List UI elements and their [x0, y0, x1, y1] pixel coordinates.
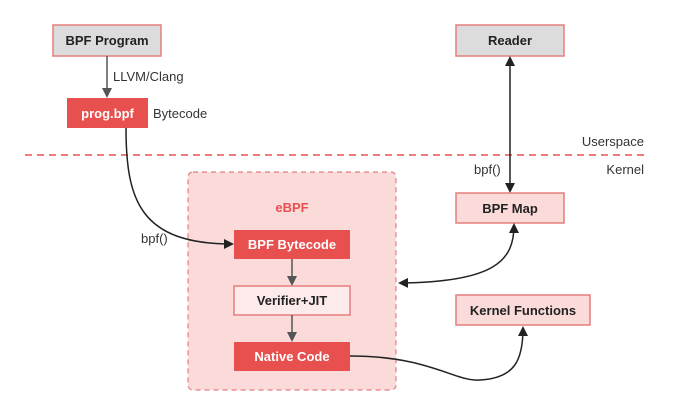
native-code-node — [234, 342, 350, 371]
native-to-kernel-functions-curve — [349, 326, 528, 381]
kernel-functions-label: Kernel Functions — [470, 303, 576, 318]
bpf-bytecode-node — [234, 230, 350, 259]
userspace-label: Userspace — [582, 134, 644, 149]
reader-node — [455, 24, 565, 57]
verifier-jit-label: Verifier+JIT — [257, 293, 328, 308]
prog-bpf-node — [67, 98, 148, 128]
bpf-call-right-label: bpf() — [474, 162, 501, 177]
bpf-map-node — [455, 192, 565, 224]
verifier-jit-node — [233, 285, 351, 316]
llvm-clang-label: LLVM/Clang — [113, 69, 184, 84]
bpf-program-node — [52, 24, 162, 57]
kernel-functions-node — [455, 294, 591, 326]
kernel-label: Kernel — [606, 162, 644, 177]
bytecode-label: Bytecode — [153, 106, 207, 121]
prog-bpf-label: prog.bpf — [81, 106, 134, 121]
bpf-program-label: BPF Program — [65, 33, 148, 48]
bpf-call-left-label: bpf() — [141, 231, 168, 246]
bpf-map-label: BPF Map — [482, 201, 538, 216]
map-ebpf-curve-arrow — [398, 223, 519, 288]
ebpf-title: eBPF — [275, 200, 308, 215]
reader-label: Reader — [488, 33, 532, 48]
load-curve-arrow — [125, 127, 234, 249]
bpf-bytecode-label: BPF Bytecode — [248, 237, 336, 252]
native-code-label: Native Code — [254, 349, 329, 364]
